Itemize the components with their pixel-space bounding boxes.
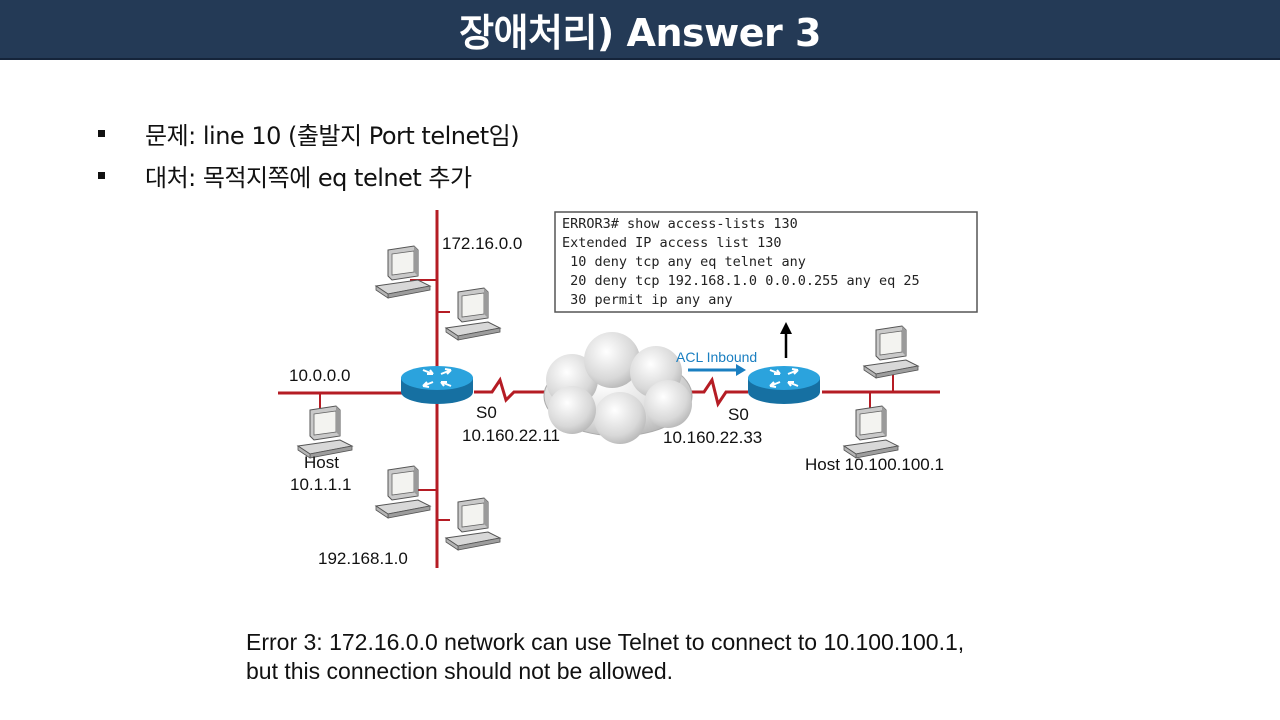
router-right-icon [747, 365, 821, 405]
error-caption: Error 3: 172.16.0.0 network can use Teln… [246, 628, 964, 686]
terminal-line: ERROR3# show access-lists 130 [562, 216, 798, 232]
caption-line: but this connection should not be allowe… [246, 658, 674, 684]
serial-link-right [690, 376, 748, 408]
terminal-box [554, 211, 978, 313]
title-bar: 장애처리) Answer 3 [0, 0, 1280, 60]
terminal-line: 20 deny tcp 192.168.1.0 0.0.0.255 any eq… [562, 273, 920, 289]
terminal-line: 10 deny tcp any eq telnet any [562, 254, 806, 270]
s0-right-label: S0 [728, 405, 749, 424]
s0-left-label: S0 [476, 403, 497, 422]
pc-icon [375, 245, 431, 299]
pc-icon [843, 405, 899, 459]
host-left-label: Host [304, 453, 339, 472]
acl-arrow-icon [736, 364, 746, 376]
terminal-line: Extended IP access list 130 [562, 235, 781, 251]
pc-icon [445, 287, 501, 341]
bullet-square-icon [98, 171, 105, 179]
network-label-10: 10.0.0.0 [289, 366, 350, 385]
network-label-172: 172.16.0.0 [442, 234, 522, 253]
bullet-item: 대처: 목적지쪽에 eq telnet 추가 [98, 154, 519, 196]
host-right-label: Host 10.100.100.1 [805, 455, 944, 474]
caption-line: Error 3: 172.16.0.0 network can use Teln… [246, 629, 965, 655]
acl-inbound-label: ACL Inbound [676, 349, 757, 365]
bullet-item: 문제: line 10 (출발지 Port telnet임) [98, 112, 520, 154]
network-label-192: 192.168.1.0 [318, 549, 408, 568]
up-arrow-icon [780, 322, 792, 334]
slide-title: 장애처리) Answer 3 [459, 10, 821, 55]
wan-cloud [543, 332, 693, 444]
host-left-ip: 10.1.1.1 [290, 475, 351, 494]
router-left-icon [400, 365, 474, 405]
pc-icon [445, 497, 501, 551]
bullet-list: 문제: line 10 (출발지 Port telnet임) 대처: 목적지쪽에… [98, 112, 520, 196]
terminal-line: 30 permit ip any any [562, 292, 733, 308]
bullet-square-icon [98, 129, 105, 137]
bullet-text-problem: 문제: line 10 (출발지 Port telnet임) [145, 121, 520, 150]
serial-link-left [474, 376, 546, 403]
pc-icon [297, 405, 353, 459]
pc-icon [375, 465, 431, 519]
pc-icon [863, 325, 919, 379]
ip-left-label: 10.160.22.11 [462, 426, 560, 445]
ip-right-label: 10.160.22.33 [663, 428, 762, 447]
bullet-text-solution: 대처: 목적지쪽에 eq telnet 추가 [145, 163, 472, 192]
